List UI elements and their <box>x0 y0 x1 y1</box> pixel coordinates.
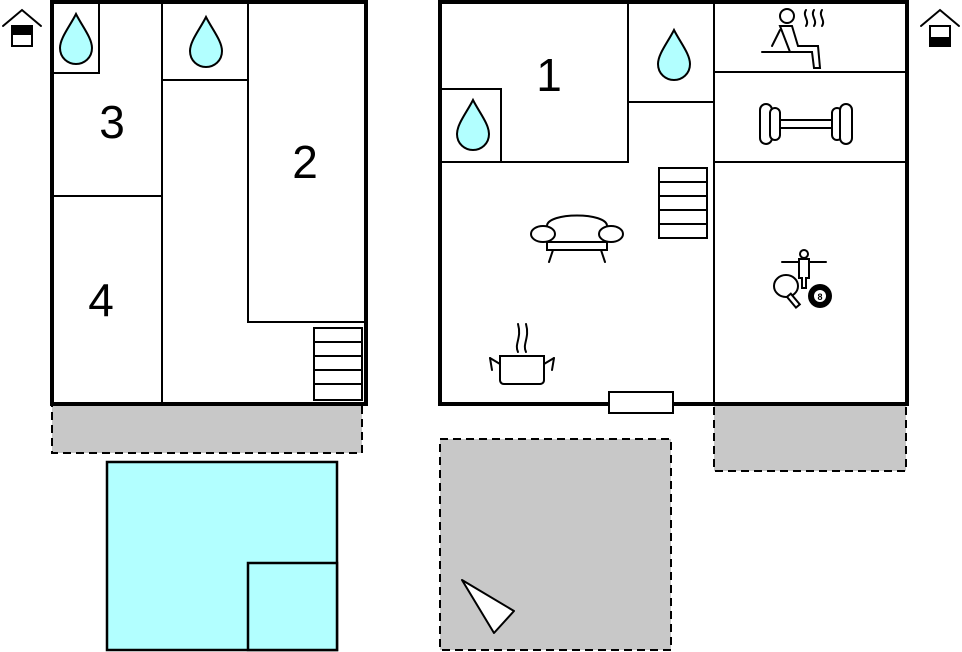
ground-floor: 1 <box>438 0 960 651</box>
room-number-3: 3 <box>99 96 125 148</box>
svg-text:8: 8 <box>817 292 822 302</box>
water-drop-icon <box>189 16 223 68</box>
table-tennis-icon <box>773 274 802 310</box>
room-number-4: 4 <box>88 274 114 326</box>
water-drop-icon <box>59 13 93 65</box>
cooking-pot-icon <box>489 323 555 385</box>
water-drop-icon <box>456 99 490 151</box>
upper-floor: 3 2 4 <box>2 0 368 652</box>
side-terrace <box>713 403 907 472</box>
room-number-1: 1 <box>536 49 562 101</box>
pool-shallow-area <box>246 561 339 652</box>
dumbbell-icon <box>759 103 853 145</box>
entrance-door <box>608 391 674 414</box>
stairs-icon <box>313 327 363 401</box>
upper-outer-wall <box>50 0 368 406</box>
water-drop-icon <box>657 29 691 81</box>
table-football-icon <box>781 249 827 289</box>
room-number-2: 2 <box>292 136 318 188</box>
sofa-icon <box>530 214 624 263</box>
upper-terrace <box>51 403 363 454</box>
billiard-ball-icon: 8 <box>808 284 832 308</box>
floor-level-icon <box>2 9 42 47</box>
north-arrow-icon <box>461 579 515 634</box>
stairs-icon <box>658 167 708 239</box>
bathroom-upper-left <box>51 1 100 74</box>
sauna-icon <box>761 8 825 69</box>
front-terrace <box>439 438 672 651</box>
floor-level-icon <box>920 9 960 47</box>
